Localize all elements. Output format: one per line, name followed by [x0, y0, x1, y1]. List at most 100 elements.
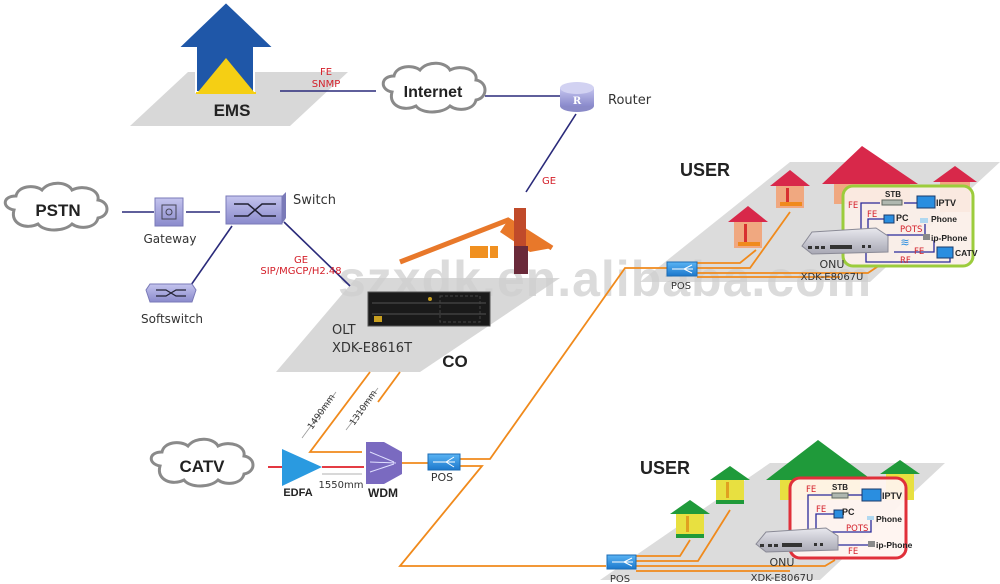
user-bottom-link-fe-3: FE — [848, 547, 858, 557]
user-top-stb-label: STB — [885, 190, 901, 199]
pos-central-splitter-icon[interactable] — [427, 453, 461, 471]
user-top-ip-phone-label: ip-Phone — [931, 233, 968, 243]
switch-link-label-ge: GE — [294, 255, 308, 266]
user-bottom-house-small-1 — [670, 500, 710, 538]
svg-text:R: R — [573, 96, 582, 107]
user-top-iptv-icon[interactable] — [916, 195, 936, 209]
user-bottom-stb-icon[interactable] — [831, 492, 849, 499]
user-bottom-link-fe-2: FE — [816, 505, 826, 515]
catv-label: CATV — [179, 457, 225, 476]
fiber-links — [308, 211, 881, 572]
user-top-house-small-1 — [728, 206, 768, 248]
wdm-icon[interactable] — [366, 442, 402, 484]
user-top-link-fe-3: FE — [914, 247, 924, 257]
router-label: Router — [608, 93, 652, 108]
catv-cloud-icon[interactable] — [149, 437, 255, 488]
router-link-label-ge: GE — [542, 176, 556, 187]
user-bottom-pc-icon[interactable] — [833, 509, 844, 519]
fiber-top-house-1 — [697, 249, 757, 264]
user-bottom-phone-label: Phone — [876, 514, 902, 524]
ems-label: EMS — [214, 101, 251, 120]
user-top-link-fe-2: FE — [867, 210, 877, 220]
user-top-home-wiring — [860, 202, 951, 263]
olt-chassis-icon[interactable] — [367, 291, 491, 327]
user-top-link-pots: POTS — [900, 225, 922, 235]
user-bottom-onu-label: ONU — [770, 556, 795, 569]
user-bottom-home-wiring — [807, 494, 872, 546]
user-top-onu-model: XDK-E8067U — [801, 272, 864, 283]
user-top-house-small-2 — [770, 170, 810, 208]
pstn-cloud-icon[interactable] — [3, 181, 109, 232]
router-icon[interactable]: R — [560, 82, 594, 112]
edfa-label: EDFA — [283, 487, 312, 499]
pstn-label: PSTN — [35, 201, 80, 220]
olt-model: XDK-E8616T — [332, 341, 412, 356]
fiber-bottom-house-2 — [636, 509, 731, 562]
user-bottom-pos-splitter-icon[interactable] — [606, 554, 637, 570]
user-bottom-onu-icon[interactable] — [755, 527, 839, 553]
fiber-pos-user-top — [460, 267, 667, 460]
user-bottom-title: USER — [640, 458, 690, 478]
user-top-pos-splitter-icon[interactable] — [666, 261, 698, 277]
user-top-phone-label: Phone — [931, 214, 957, 224]
ems-link-label-fe: FE — [320, 67, 332, 78]
gateway-icon[interactable] — [154, 197, 184, 227]
edfa-amplifier-icon[interactable] — [282, 449, 322, 486]
ems-link-label-snmp: SNMP — [312, 79, 341, 90]
user-bottom-onu-model: XDK-E8067U — [751, 573, 814, 584]
wavelength-guides — [301, 387, 379, 475]
user-bottom-pos-label: POS — [610, 574, 630, 584]
softswitch-label: Softswitch — [141, 312, 203, 326]
user-top-stb-icon[interactable] — [881, 199, 903, 206]
link-switch-olt — [283, 221, 351, 287]
switch-link-label-protocols: SIP/MGCP/H2.48 — [260, 266, 341, 277]
fiber-olt-1490 — [308, 371, 371, 453]
fiber-olt-1310 — [377, 371, 401, 403]
user-bottom-stb-label: STB — [832, 483, 848, 492]
pos-central-label: POS — [431, 471, 453, 484]
user-top-catv-tv-icon[interactable] — [936, 246, 954, 259]
user-top-ip-phone-icon[interactable] — [923, 234, 930, 240]
switch-label: Switch — [293, 193, 336, 208]
fiber-top-house-2 — [697, 211, 791, 269]
ems-icon[interactable] — [175, 0, 277, 94]
user-top-catv-label: CATV — [955, 248, 978, 258]
edfa-wavelength: 1550mm — [319, 480, 364, 491]
user-bottom-ip-phone-label: ip-Phone — [876, 540, 913, 550]
switch-icon[interactable] — [225, 192, 286, 225]
co-house-icon — [399, 208, 554, 274]
user-top-pc-label: PC — [896, 213, 909, 223]
user-bottom-pc-label: PC — [842, 507, 855, 517]
fiber-bottom-house-1 — [636, 539, 691, 557]
user-bottom-phone-icon[interactable] — [867, 516, 874, 520]
user-top-title: USER — [680, 160, 730, 180]
user-bottom-ip-phone-icon[interactable] — [868, 541, 875, 547]
fiber-pos-user-bottom — [398, 465, 606, 567]
user-top-phone-icon[interactable] — [920, 218, 928, 223]
user-top-iptv-label: IPTV — [936, 198, 956, 208]
user-bottom-iptv-label: IPTV — [882, 491, 902, 501]
wdm-label: WDM — [368, 486, 398, 500]
gateway-label: Gateway — [143, 232, 196, 246]
user-top-onu-label: ONU — [820, 258, 845, 271]
user-top-pc-icon[interactable] — [883, 214, 895, 224]
fiber-top-onu — [697, 264, 881, 274]
internet-cloud-icon[interactable] — [381, 61, 487, 114]
user-top-link-fe-1: FE — [848, 201, 858, 211]
user-bottom-iptv-icon[interactable] — [861, 488, 882, 502]
link-router-olt — [525, 113, 577, 193]
user-top-onu-icon[interactable] — [801, 227, 889, 255]
internet-label: Internet — [404, 84, 463, 101]
user-bottom-link-fe-1: FE — [806, 485, 816, 495]
user-bottom-house-small-2 — [710, 466, 750, 504]
fiber-bottom-onu — [636, 559, 836, 567]
user-top-wifi-icon: ≋ — [900, 236, 909, 249]
user-top-pos-label: POS — [671, 281, 691, 292]
user-top-link-rf: RF — [900, 256, 911, 266]
wavelength-1490: 1490mm — [306, 393, 337, 432]
softswitch-icon[interactable] — [145, 283, 197, 303]
co-label: CO — [442, 352, 468, 371]
user-bottom-link-pots: POTS — [846, 524, 868, 534]
